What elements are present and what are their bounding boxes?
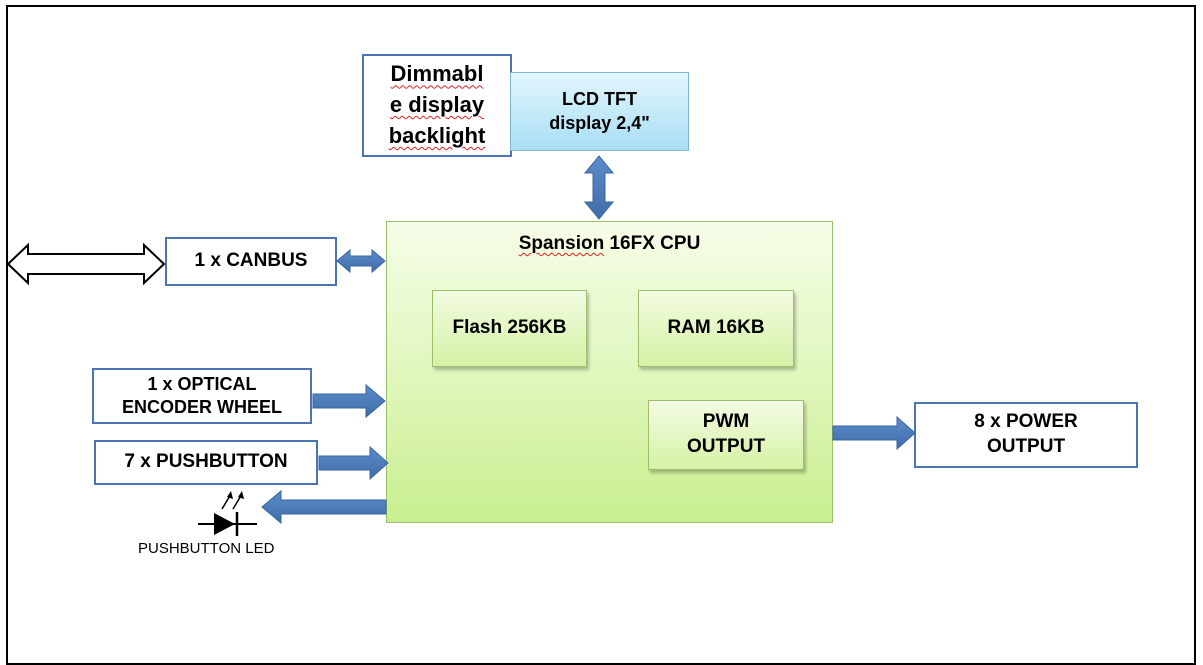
optical-label-line1: 1 x OPTICAL bbox=[147, 373, 257, 394]
pushbutton-label: 7 x PUSHBUTTON bbox=[124, 451, 288, 473]
cpu-title-model: 16FX CPU bbox=[604, 233, 701, 254]
flash-memory-block: Flash 256KB bbox=[432, 290, 587, 367]
cpu-title-vendor: Spansion bbox=[518, 233, 605, 254]
lcd-display-box: LCD TFT display 2,4" bbox=[510, 72, 689, 151]
dimmable-backlight-box: Dimmabl e display backlight bbox=[362, 54, 512, 157]
cpu-led-arrow bbox=[261, 489, 387, 525]
power-label-line2: OUTPUT bbox=[986, 436, 1066, 457]
canbus-box: 1 x CANBUS bbox=[165, 237, 337, 286]
optical-encoder-box: 1 x OPTICAL ENCODER WHEEL bbox=[92, 368, 312, 424]
flash-label: Flash 256KB bbox=[452, 317, 567, 339]
pushbutton-cpu-arrow bbox=[318, 445, 389, 481]
backlight-text-line1: Dimmabl bbox=[390, 61, 484, 87]
lcd-cpu-double-arrow bbox=[583, 155, 615, 220]
led-icon bbox=[198, 491, 257, 536]
pushbutton-led-label: PUSHBUTTON LED bbox=[138, 540, 275, 557]
pwm-label-line2: OUTPUT bbox=[686, 436, 766, 457]
cpu-title: Spansion 16FX CPU bbox=[519, 232, 701, 257]
pwm-output-block: PWM OUTPUT bbox=[648, 400, 804, 470]
backlight-text-line2: e display bbox=[389, 92, 485, 118]
cpu-power-arrow bbox=[832, 415, 916, 451]
ram-label: RAM 16KB bbox=[667, 317, 765, 339]
lcd-text-line1: LCD TFT bbox=[562, 89, 637, 110]
external-can-hollow-arrow bbox=[6, 242, 166, 286]
pwm-label-line1: PWM bbox=[702, 411, 750, 433]
canbus-label: 1 x CANBUS bbox=[194, 250, 308, 272]
backlight-text-line3: backlight bbox=[388, 122, 486, 148]
optical-cpu-arrow bbox=[312, 383, 386, 419]
lcd-text-line2: display 2,4" bbox=[549, 112, 650, 133]
ram-block: RAM 16KB bbox=[638, 290, 794, 367]
optical-label-line2: ENCODER WHEEL bbox=[121, 397, 282, 417]
power-label-line1: 8 x POWER bbox=[974, 411, 1078, 433]
power-output-box: 8 x POWER OUTPUT bbox=[914, 402, 1138, 468]
cpu-block: Spansion 16FX CPU bbox=[386, 221, 833, 523]
pushbutton-box: 7 x PUSHBUTTON bbox=[94, 440, 318, 485]
canbus-cpu-double-arrow bbox=[336, 248, 386, 274]
